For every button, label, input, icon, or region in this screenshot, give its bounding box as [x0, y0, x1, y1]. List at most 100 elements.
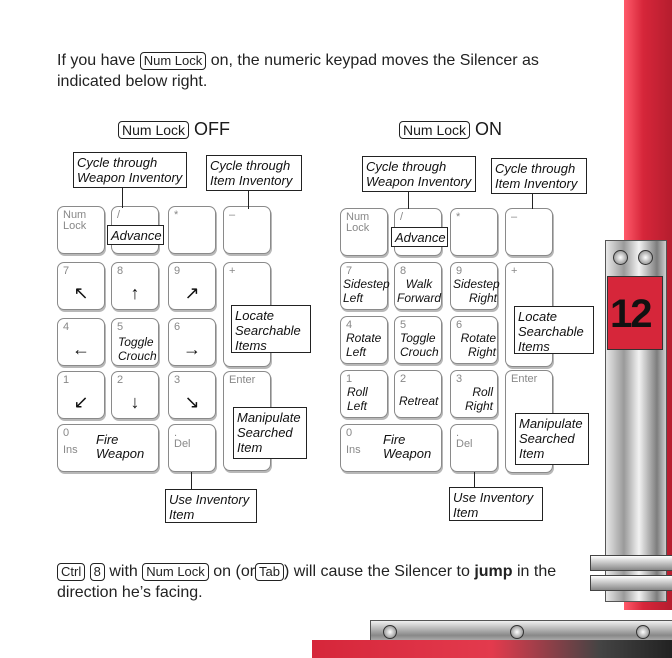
key-label: / [117, 209, 121, 221]
key-action: Sidestep Right [453, 277, 500, 305]
chapter-tab-background [607, 276, 663, 350]
key-label: 7 [63, 265, 70, 277]
key-2: 2 ↓ [111, 371, 159, 419]
callout-advance: Advance [107, 225, 164, 245]
callout-use-inventory: Use Inventory Item [449, 487, 543, 521]
bolt-icon [613, 250, 628, 265]
key-5: 5 Toggle Crouch [394, 316, 442, 364]
arrow-up-right-icon: ↗ [184, 283, 200, 303]
arrow-up-icon: ↑ [130, 283, 140, 303]
leader-line [191, 472, 192, 489]
key-star: * [450, 208, 498, 256]
key-8: 8 Walk Forward [394, 262, 442, 310]
num-lock-on-heading: Num Lock ON [399, 118, 502, 140]
key-label: 6 [456, 319, 463, 331]
key-action: Roll Right [464, 385, 493, 413]
key-2: 2 Retreat [394, 370, 442, 418]
arrow-left-icon: ← [72, 339, 90, 359]
num-lock-off-heading: Num Lock OFF [118, 118, 230, 140]
key-1: 1 Roll Left [340, 370, 388, 418]
key-label: / [400, 211, 404, 223]
leader-line [474, 472, 475, 487]
callout-cycle-weapon: Cycle through Weapon Inventory [362, 156, 476, 192]
key-label: 7 [346, 265, 353, 277]
key-num-lock: Num Lock [57, 206, 105, 254]
callout-advance: Advance [391, 227, 448, 247]
intro-text: on, the numeric keypad moves the Silence… [210, 52, 539, 69]
bolt-icon [510, 625, 524, 639]
key-4: 4 Rotate Left [340, 316, 388, 364]
key-num-lock: Num Lock [340, 208, 388, 256]
arrow-down-icon: ↓ [130, 392, 140, 412]
callout-locate: Locate Searchable Items [231, 305, 311, 353]
key-6: 6 → [168, 318, 216, 366]
leader-line [532, 194, 533, 209]
key-action: Fire Weapon [383, 432, 432, 461]
key-label: + [511, 265, 518, 277]
arrow-down-right-icon: ↘ [184, 392, 200, 412]
footer-text: in the [517, 563, 557, 580]
key-7: 7 Sidestep Left [340, 262, 390, 310]
key-label: 9 [456, 265, 463, 277]
callout-use-inventory: Use Inventory Item [165, 489, 257, 523]
tab-key-label: Tab [255, 563, 285, 581]
bottom-red-strip [312, 640, 672, 658]
key-4: 4 ← [57, 318, 105, 366]
key-label: Enter [229, 374, 256, 386]
on-label: ON [475, 119, 503, 139]
key-star: * [168, 206, 216, 254]
key-action: Fire Weapon [96, 432, 145, 461]
key-label: Num Lock [346, 211, 370, 234]
key-label: 3 [174, 374, 181, 386]
chapter-number: 12 [610, 292, 653, 336]
key-label: . [456, 427, 460, 439]
key-minus: – [505, 208, 553, 256]
key-action: Sidestep Left [343, 277, 390, 305]
key-dot: . Del [450, 424, 498, 472]
key-9: 9 ↗ [168, 262, 216, 310]
bolt-icon [383, 625, 397, 639]
num-lock-key-label: Num Lock [118, 121, 190, 139]
key-label: 1 [346, 373, 353, 385]
key-label: . [174, 427, 178, 439]
key-action: Roll Left [347, 385, 368, 413]
intro-text: indicated below right. [57, 73, 208, 90]
key-sublabel: Del [174, 438, 191, 450]
key-0: 0 Ins Fire Weapon [57, 424, 159, 472]
key-sublabel: Del [456, 438, 473, 450]
key-label: 0 [346, 427, 353, 439]
key-action: Toggle Crouch [118, 335, 157, 363]
key-label: + [229, 265, 236, 277]
eight-key-label: 8 [89, 563, 105, 581]
key-label: 0 [63, 427, 70, 439]
key-label: Enter [511, 373, 538, 385]
callout-cycle-weapon: Cycle through Weapon Inventory [73, 152, 187, 188]
key-label: * [456, 211, 461, 223]
bolt-icon [638, 250, 653, 265]
key-label: 5 [400, 319, 407, 331]
callout-cycle-item: Cycle through Item Inventory [206, 155, 302, 191]
leader-line [248, 191, 249, 209]
num-lock-key-label: Num Lock [399, 121, 471, 139]
key-action: Rotate Right [460, 331, 496, 359]
key-label: 1 [63, 374, 70, 386]
key-action: Walk Forward [397, 277, 442, 305]
ctrl-key-label: Ctrl [57, 563, 86, 581]
footer-text: ) will cause the Silencer to [284, 563, 470, 580]
off-label: OFF [194, 119, 231, 139]
key-action: Rotate Left [346, 331, 382, 359]
key-0: 0 Ins Fire Weapon [340, 424, 442, 472]
arrow-down-left-icon: ↙ [73, 392, 89, 412]
intro-paragraph: If you have Num Lock on, the numeric key… [57, 50, 597, 92]
key-action: Retreat [399, 394, 439, 408]
key-label: Num Lock [63, 209, 87, 232]
metal-pipe [590, 555, 672, 571]
footer-text: direction he’s facing. [57, 584, 203, 601]
key-5: 5 Toggle Crouch [111, 318, 159, 366]
key-dot: . Del [168, 424, 216, 472]
callout-manipulate: Manipulate Searched Item [233, 407, 307, 459]
footer-text: with [109, 563, 138, 580]
key-label: 9 [174, 265, 181, 277]
key-label: – [229, 209, 236, 221]
